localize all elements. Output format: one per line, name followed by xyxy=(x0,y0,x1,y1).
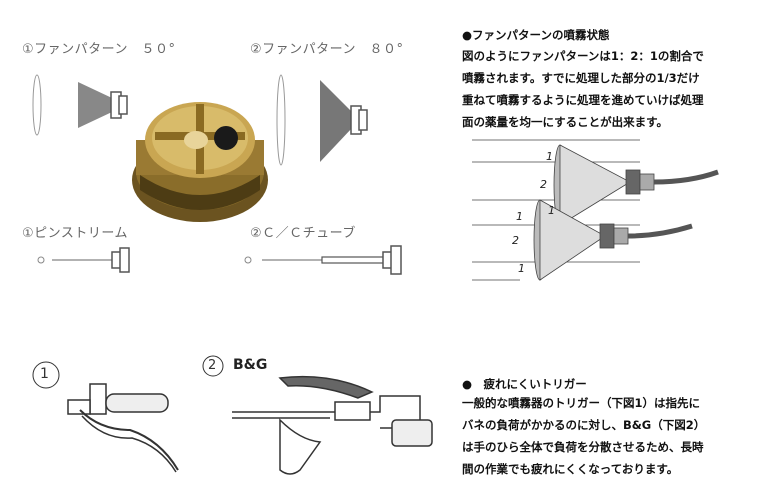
diagram-mark: 1 xyxy=(548,204,555,217)
fan-overlap-diagram xyxy=(472,139,719,281)
diagram-mark: 1 xyxy=(546,150,553,163)
trigger-2-number: 2 xyxy=(208,358,217,373)
fan-line: 面の薬量を均一にすることが出来ます。 xyxy=(462,115,668,129)
trigger-line: 間の作業でも疲れにくくなっております。 xyxy=(462,462,679,476)
bg-trigger-illustration xyxy=(202,355,433,475)
trigger-section-title: ● 疲れにくいトリガー xyxy=(462,377,587,391)
fan-section-body: 図のようにファンパターンは1：2：1の割合で 噴霧されます。すでに処理した部分の… xyxy=(462,45,752,133)
spray-pattern-50-icon xyxy=(32,74,42,136)
fan-line: 図のようにファンパターンは1：2：1の割合で xyxy=(462,49,704,63)
fan-line: 重ねて噴霧するように処理を進めていけば処理 xyxy=(462,93,704,107)
trigger-section-body: 一般的な噴霧器のトリガー（下図1）は指先に バネの負荷がかかるのに対し、B&G（… xyxy=(462,392,752,480)
trigger-line: は手のひら全体で負荷を分散させるため、長時 xyxy=(462,440,704,454)
cc-tube-label: ②Ｃ／Ｃチューブ xyxy=(250,226,356,241)
diagram-mark: 2 xyxy=(540,178,547,191)
trigger-line: 一般的な噴霧器のトリガー（下図1）は指先に xyxy=(462,396,700,410)
brass-nozzle-photo xyxy=(132,102,268,222)
spray-pattern-80-icon xyxy=(276,74,286,166)
trigger-1-number: 1 xyxy=(40,366,49,382)
diagram-mark: 2 xyxy=(512,234,519,247)
pin-stream-label: ①ピンストリーム xyxy=(22,226,129,241)
diagram-mark: 1 xyxy=(518,262,525,275)
spray-cone-80-icon xyxy=(320,80,352,162)
cc-dot-icon xyxy=(244,256,252,264)
diagram-mark: 1 xyxy=(516,210,523,223)
fan-line: 噴霧されます。すでに処理した部分の1/3だけ xyxy=(462,71,700,85)
pin-stream-dot-icon xyxy=(37,256,45,264)
fan-section-title: ●ファンパターンの噴霧状態 xyxy=(462,28,610,42)
trigger-line: バネの負荷がかかるのに対し、B&G（下図2） xyxy=(462,418,706,432)
standard-trigger-illustration xyxy=(32,361,179,473)
spray-cone-50-icon xyxy=(78,82,112,128)
bg-brand-label: B&G xyxy=(233,357,268,373)
fan-pattern-80-label: ②ファンパターン ８０° xyxy=(250,42,404,57)
cc-tube-icon xyxy=(321,256,385,264)
fan-pattern-50-label: ①ファンパターン ５０° xyxy=(22,42,176,57)
